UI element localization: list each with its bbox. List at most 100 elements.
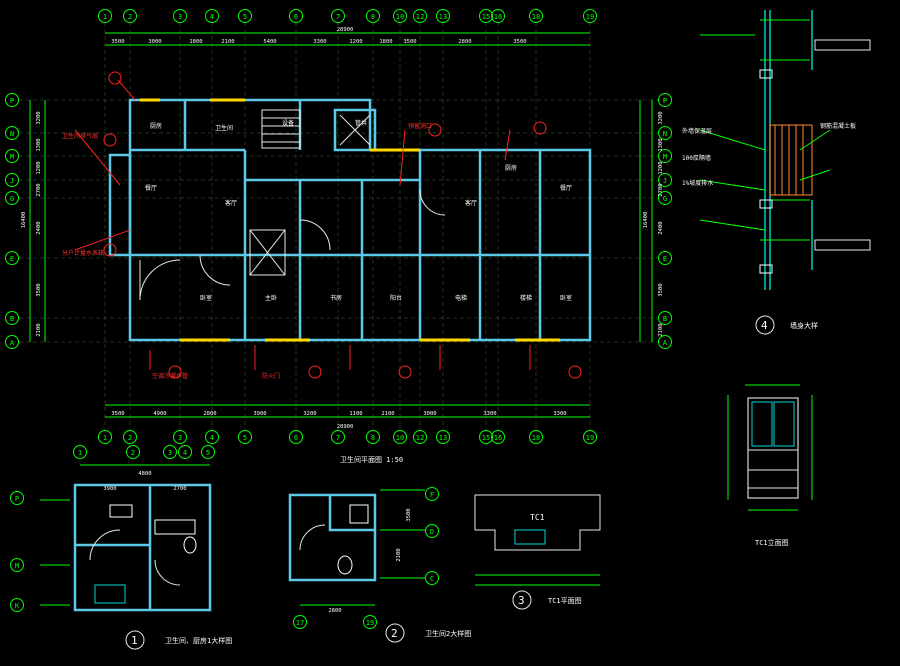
axis-bubble-bottom-15: 15	[479, 430, 493, 444]
d1-axis-top-5: 5	[201, 445, 215, 459]
axis-bubble-bottom-1: 1	[98, 430, 112, 444]
tc1-elevation: TC1立面图	[727, 384, 813, 547]
detail-3-tc1-plan: TC1 3 TC1平面图	[474, 494, 601, 610]
axis-bubble-top-3-label: 3	[178, 13, 182, 21]
elev-title: TC1立面图	[755, 538, 789, 547]
dim-right-5: 3500	[658, 283, 664, 296]
axis-bubble-bottom-8-label: 8	[371, 434, 375, 442]
dim-top-4: 5400	[263, 39, 276, 45]
axis-bubble-bottom-12-label: 12	[416, 434, 424, 442]
axis-bubble-top-12-label: 12	[416, 13, 424, 21]
dim-bottom-0: 3500	[111, 411, 124, 417]
d2-axis-bottom-17: 17	[293, 615, 307, 629]
axis-bubble-top-1-label: 1	[103, 13, 107, 21]
axis-bubble-bottom-2-label: 2	[128, 434, 132, 442]
d1-axis-top-3-label: 3	[168, 449, 172, 457]
axis-bubble-right-P: P	[658, 93, 672, 107]
axis-bubble-bottom-8: 8	[366, 430, 380, 444]
d4-note-3: 1%坡度排水	[682, 179, 713, 187]
dim-right-0: 3200	[658, 111, 664, 124]
dim-right-6: 2100	[658, 323, 664, 336]
d2-axis-side-D-label: D	[430, 528, 434, 536]
d2-axis-side-C: C	[425, 571, 439, 585]
d1-dim-2: 2700	[173, 486, 186, 492]
dim-left-0: 3200	[36, 111, 42, 124]
axis-bubble-top-10: 10	[393, 9, 407, 23]
d1-axis-top-1-label: 1	[78, 449, 82, 457]
axis-bubble-bottom-2: 2	[123, 430, 137, 444]
d2-axis-side-C-label: C	[430, 575, 434, 583]
d3-label: TC1	[530, 513, 545, 522]
axis-bubble-right-G: G	[658, 191, 672, 205]
axis-bubble-left-N: N	[5, 126, 19, 140]
axis-bubble-left-G-label: G	[10, 195, 14, 203]
room-label: 卧室	[200, 294, 212, 302]
axis-bubble-right-N-label: N	[663, 130, 667, 138]
axis-bubble-top-4-label: 4	[210, 13, 214, 21]
dim-left-1: 1300	[36, 138, 42, 151]
d1-axis-side-P: P	[10, 491, 24, 505]
axis-bubble-bottom-16: 16	[491, 430, 505, 444]
axis-bubble-top-15: 15	[479, 9, 493, 23]
room-label: 设备	[282, 119, 294, 127]
axis-bubble-bottom-4-label: 4	[210, 434, 214, 442]
axis-bubble-bottom-19-label: 19	[586, 434, 594, 442]
axis-bubble-right-A-label: A	[663, 339, 668, 347]
axis-bubble-left-G: G	[5, 191, 19, 205]
dim-bottom-2: 2800	[203, 411, 216, 417]
dim-bottom-6: 2100	[381, 411, 394, 417]
axis-bubble-top-8-label: 8	[371, 13, 375, 21]
red-note-4: 防火门	[262, 372, 280, 380]
dim-top-9: 2800	[458, 39, 471, 45]
axis-bubble-top-5: 5	[238, 9, 252, 23]
dim-bottom-7: 3000	[423, 411, 436, 417]
red-note-1: 卫生间排气扇	[62, 132, 98, 140]
dim-left-4: 2400	[36, 221, 42, 234]
axis-bubble-bottom-12: 12	[413, 430, 427, 444]
d1-axis-top-1: 1	[73, 445, 87, 459]
red-note-5: 预留洞口	[408, 122, 432, 130]
room-label: 管井	[355, 119, 367, 127]
d2-axis-side-F: F	[425, 487, 439, 501]
dim-top-1: 3000	[148, 39, 161, 45]
axis-bubble-bottom-4: 4	[205, 430, 219, 444]
room-label: 厨房	[150, 122, 162, 130]
d2-axis-side-F-label: F	[430, 491, 434, 499]
axis-bubble-top-13: 13	[436, 9, 450, 23]
axis-bubble-bottom-15-label: 15	[482, 434, 490, 442]
d4-note-4: 钢筋混凝土板	[820, 122, 856, 130]
axis-bubble-bottom-10: 10	[393, 430, 407, 444]
axis-bubble-top-7-label: 7	[336, 13, 340, 21]
dim-bottom-9: 3300	[553, 411, 566, 417]
axis-bubble-bottom-18: 18	[529, 430, 543, 444]
dim-right-total: 16400	[643, 212, 649, 229]
dim-top-2: 1800	[189, 39, 202, 45]
axis-bubble-top-18-label: 18	[532, 13, 540, 21]
d2-dim-2: 2800	[328, 608, 341, 614]
detail-1-bath-kitchen: 1 卫生间、厨房1大样图	[40, 464, 232, 650]
dim-bottom-5: 1100	[349, 411, 362, 417]
axis-bubble-top-16: 16	[491, 9, 505, 23]
axis-bubble-bottom-13-label: 13	[439, 434, 447, 442]
detail-2-bathroom: 卫生间平面图 1:50 2 卫生间2大样图	[288, 455, 471, 643]
axis-bubble-bottom-6: 6	[289, 430, 303, 444]
d4-title: 墙身大样	[790, 321, 818, 330]
dim-left-3: 2700	[36, 183, 42, 196]
dim-bottom-1: 4900	[153, 411, 166, 417]
room-label: 电梯	[455, 294, 467, 302]
d3-number: 3	[518, 594, 525, 607]
room-label: 楼梯	[520, 294, 532, 302]
plan-grid	[12, 22, 665, 430]
axis-bubble-right-E-label: E	[663, 255, 667, 263]
d1-axis-side-M-label: M	[15, 562, 19, 570]
room-label: 客厅	[465, 199, 477, 207]
room-label: 书房	[330, 294, 342, 302]
d2-axis-bottom-19: 19	[363, 615, 377, 629]
axis-bubble-bottom-3-label: 3	[178, 434, 182, 442]
room-labels: 厨房卫生间餐厅客厅卧室主卧书房阳台电梯楼梯管井设备卧室餐厅客厅厨房	[145, 119, 572, 302]
axis-bubble-bottom-19: 19	[583, 430, 597, 444]
axis-bubble-top-6-label: 6	[294, 13, 298, 21]
